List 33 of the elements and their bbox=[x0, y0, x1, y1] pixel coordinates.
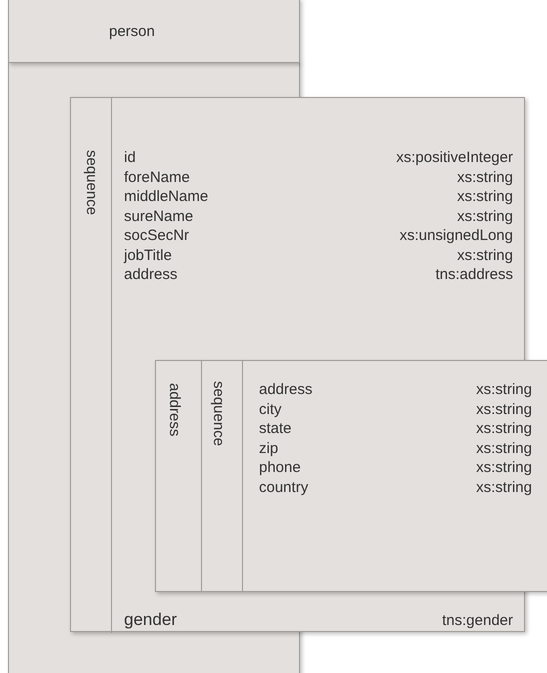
field-type: xs:unsignedLong bbox=[400, 227, 513, 245]
field-name: foreName bbox=[124, 168, 190, 186]
field-type: xs:string bbox=[476, 381, 532, 399]
field-type: xs:string bbox=[457, 188, 513, 206]
field-type: xs:string bbox=[476, 478, 532, 496]
field-type: tns:address bbox=[435, 266, 513, 284]
field-name: country bbox=[259, 478, 308, 496]
field-name: zip bbox=[259, 440, 278, 458]
field-name: phone bbox=[259, 459, 301, 477]
field-type: xs:string bbox=[476, 420, 532, 438]
element-name: address bbox=[166, 383, 183, 436]
element-name: person bbox=[109, 23, 155, 40]
field-name: state bbox=[259, 420, 292, 438]
field-name: city bbox=[259, 400, 282, 418]
element-box bbox=[8, 0, 300, 63]
field-type: xs:string bbox=[476, 459, 532, 477]
field-type: xs:string bbox=[457, 246, 513, 264]
element-name: sequence bbox=[83, 150, 100, 216]
field-name: id bbox=[124, 149, 136, 167]
field-name: middleName bbox=[124, 188, 208, 206]
field-type: tns:gender bbox=[442, 612, 513, 630]
field-type: xs:string bbox=[476, 440, 532, 458]
field-name: jobTitle bbox=[124, 246, 172, 264]
field-type: xs:string bbox=[457, 168, 513, 186]
field-name: sureName bbox=[124, 208, 194, 226]
element-name: sequence bbox=[210, 381, 227, 446]
field-name: socSecNr bbox=[124, 227, 190, 245]
field-name: address bbox=[259, 381, 312, 399]
field-name: address bbox=[124, 266, 178, 284]
field-name: gender bbox=[124, 610, 177, 630]
field-type: xs:string bbox=[457, 208, 513, 226]
field-type: xs:positiveInteger bbox=[396, 149, 513, 167]
field-type: xs:string bbox=[476, 400, 532, 418]
